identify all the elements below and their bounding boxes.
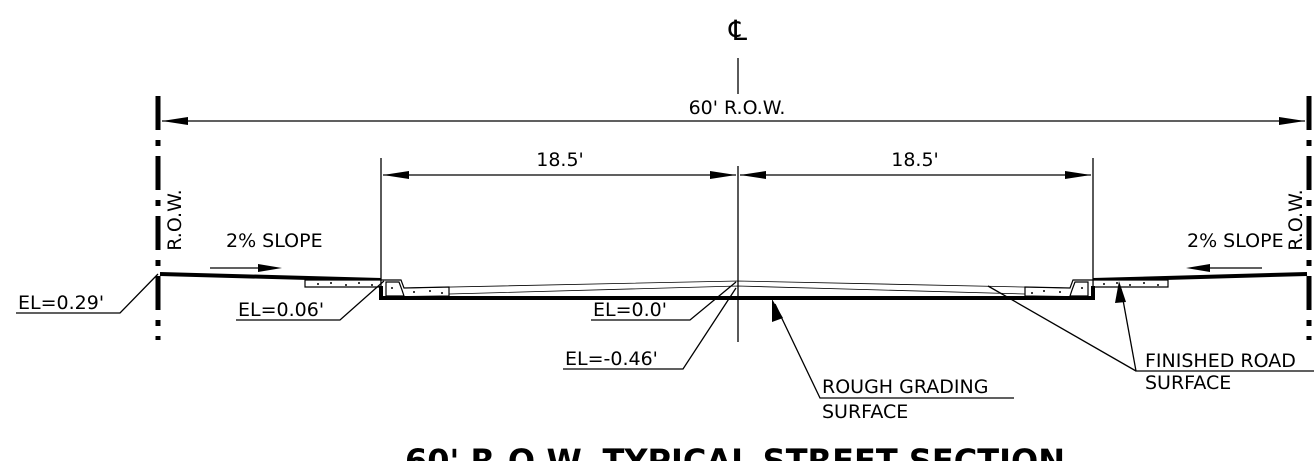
rough-grading-surface <box>379 286 1095 300</box>
slope-arrow-right-head <box>1186 264 1210 272</box>
right-half-arrow-left <box>740 171 766 179</box>
elevation-subgrade: EL=-0.46' <box>565 348 658 370</box>
leader-gutter <box>236 280 385 321</box>
left-half-dimension-label: 18.5' <box>536 149 584 171</box>
finished-road-label-1: FINISHED ROAD <box>1145 350 1296 372</box>
row-dimension-label-bg <box>672 96 802 118</box>
sidewalk-left <box>304 279 382 288</box>
row-dimension-arrow-right <box>1279 117 1305 125</box>
elevation-row-edge: EL=0.29' <box>18 292 104 314</box>
finished-road-surface <box>403 280 1071 289</box>
drawing-title: 60' R.O.W. TYPICAL STREET SECTION <box>405 442 1065 461</box>
row-dimension-label: 60' R.O.W. <box>689 97 786 119</box>
curb-left <box>385 281 405 297</box>
leader-crown <box>591 281 737 321</box>
right-half-dimension-label: 18.5' <box>891 149 939 171</box>
leader-subgrade <box>563 287 737 370</box>
right-half-arrow-right <box>1065 171 1091 179</box>
leader-finished-road-2 <box>1120 288 1314 372</box>
slope-label-right: 2% SLOPE <box>1187 230 1284 252</box>
elevation-crown: EL=0.0' <box>593 299 667 321</box>
elevation-gutter: EL=0.06' <box>238 299 324 321</box>
finished-road-label-2: SURFACE <box>1145 372 1231 394</box>
left-half-arrow-left <box>383 171 409 179</box>
centerline-symbol: ℄ <box>728 14 747 47</box>
row-dimension-arrow-left <box>162 117 188 125</box>
slope-label-left: 2% SLOPE <box>226 230 323 252</box>
rough-grading-label-1: ROUGH GRADING <box>822 376 988 398</box>
parkway-slope-right <box>1092 272 1308 282</box>
parkway-slope-left <box>159 272 382 282</box>
leader-rough-grading <box>774 303 1014 399</box>
leader-row-edge <box>16 273 159 314</box>
row-label-right: R.O.W. <box>1285 189 1307 250</box>
leader-finished-road-1 <box>987 285 1137 372</box>
rough-grading-arrow <box>772 299 783 322</box>
pavement-base-line <box>448 285 1026 295</box>
left-half-arrow-right <box>710 171 736 179</box>
row-label-left: R.O.W. <box>164 189 186 250</box>
curb-right <box>1069 281 1089 297</box>
slope-arrow-left-head <box>258 264 282 272</box>
rough-grading-label-2: SURFACE <box>822 401 908 423</box>
finished-road-arrow <box>1115 281 1126 303</box>
